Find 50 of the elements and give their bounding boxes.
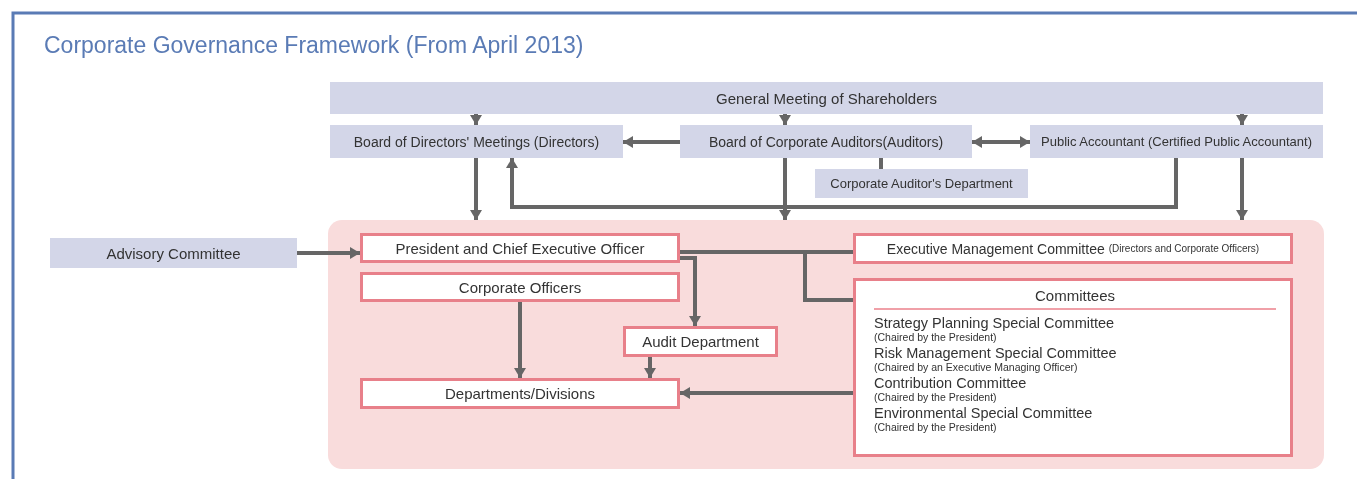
- box-label: Corporate Auditor's Department: [830, 176, 1013, 191]
- committee-name: Strategy Planning Special Committee: [874, 315, 1116, 331]
- arrow: [297, 247, 360, 259]
- box-label: Advisory Committee: [106, 244, 241, 262]
- process-box: [360, 378, 680, 409]
- arrow: [1236, 114, 1248, 125]
- process-box: [330, 125, 623, 158]
- arrow: [623, 136, 680, 148]
- arrow: [506, 158, 1178, 209]
- box-label: Audit Department: [642, 333, 759, 350]
- arrow: [470, 114, 482, 125]
- committee-panel: [853, 278, 1293, 457]
- chair-note: (Chaired by an Executive Managing Officer): [874, 361, 1079, 373]
- connector-line: [879, 158, 883, 169]
- process-box: [853, 233, 1293, 264]
- committee-name: Environmental Special Committee: [874, 405, 1094, 421]
- arrow: [470, 158, 482, 220]
- panel-heading: Committees: [874, 285, 1276, 310]
- process-box: [1030, 125, 1323, 158]
- box-label: Board of Directors' Meetings (Directors): [353, 133, 600, 150]
- process-box: [360, 233, 680, 263]
- chair-note: (Chaired by the President): [874, 391, 998, 403]
- arrow: [644, 357, 656, 378]
- box-label: Executive Management Committee: [886, 240, 1105, 257]
- arrow: [680, 256, 701, 326]
- arrow: [680, 387, 853, 399]
- diagram-title: Corporate Governance Framework (From April 2013): [44, 32, 584, 59]
- arrow: [514, 302, 526, 378]
- chair-note: (Chaired by the President): [874, 331, 998, 343]
- arrow: [972, 136, 1030, 148]
- committee-name: Risk Management Special Committee: [874, 345, 1118, 361]
- process-box: [50, 238, 297, 268]
- chair-note: (Chaired by the President): [874, 421, 998, 433]
- box-label: General Meeting of Shareholders: [716, 89, 937, 107]
- process-box: [680, 125, 972, 158]
- box-label: Board of Corporate Auditors(Auditors): [708, 133, 944, 150]
- box-label: Departments/Divisions: [444, 385, 596, 402]
- area-background: [328, 220, 1324, 469]
- arrow: [779, 114, 791, 125]
- arrow: [1236, 158, 1248, 220]
- process-box: [360, 272, 680, 302]
- arrow: [779, 158, 791, 220]
- process-box: [330, 82, 1323, 114]
- box-label: President and Chief Executive Officer: [395, 239, 645, 257]
- process-box: [623, 326, 778, 357]
- box-note: (Directors and Corporate Officers): [1108, 243, 1260, 254]
- box-label: Public Accountant (Certified Public Accountant): [1041, 134, 1312, 149]
- process-box: [815, 169, 1028, 198]
- committee-name: Contribution Committee: [874, 375, 1028, 391]
- box-label: Corporate Officers: [458, 278, 582, 296]
